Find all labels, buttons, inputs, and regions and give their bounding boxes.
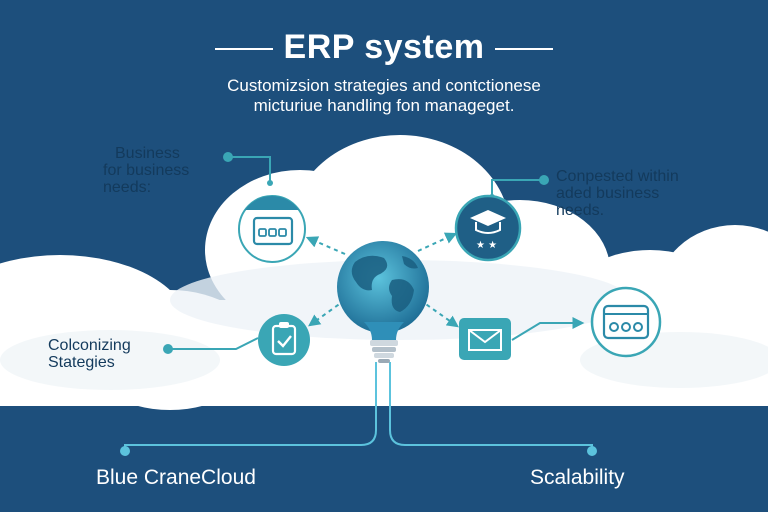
connector-blue-crane (124, 362, 377, 450)
arrow-to-calendar (305, 236, 346, 255)
calendar-icon (238, 195, 306, 263)
label-scalability: Scalability (530, 466, 625, 489)
globe-lightbulb-icon (337, 241, 429, 363)
title-rule-left (215, 48, 273, 50)
connector-dot (120, 446, 130, 456)
label-composed-line-2: aded business (556, 185, 660, 202)
dashboard-window-icon (590, 286, 662, 358)
graduation-cap-icon: ★ ★ (454, 194, 522, 262)
envelope-icon (459, 318, 511, 360)
page-title: ERP system (283, 28, 485, 66)
label-colonizing-line-2: Stategies (48, 354, 115, 371)
label-business-line-1: Business (115, 145, 180, 162)
clipboard-check-icon (258, 314, 310, 366)
subtitle-line-1: Customizsion strategies and contctionese (227, 76, 541, 95)
connector-lines (120, 152, 597, 456)
label-blue-crane-cloud: Blue CraneCloud (96, 466, 256, 489)
arrow-to-cap (417, 232, 458, 252)
connector-business (228, 156, 271, 183)
connector-dot (587, 446, 597, 456)
arrow-to-clipboard (308, 299, 346, 327)
connector-envelope-dashboard (511, 317, 585, 341)
connector-colonizing (168, 337, 259, 350)
connector-scalability (389, 362, 593, 450)
label-composed-line-3: needs. (556, 202, 605, 219)
label-colonizing-line-1: Colconizing (48, 337, 131, 354)
label-composed-line-1: Conpested within (556, 168, 679, 185)
label-business-line-3: needs: (103, 179, 152, 196)
title-rule-right (495, 48, 553, 50)
connector-composed (491, 179, 544, 197)
svg-text:★ ★: ★ ★ (476, 240, 497, 251)
label-business-line-2: for business (103, 162, 190, 179)
subtitle-line-2: micturiue handling fon manageget. (253, 96, 515, 115)
